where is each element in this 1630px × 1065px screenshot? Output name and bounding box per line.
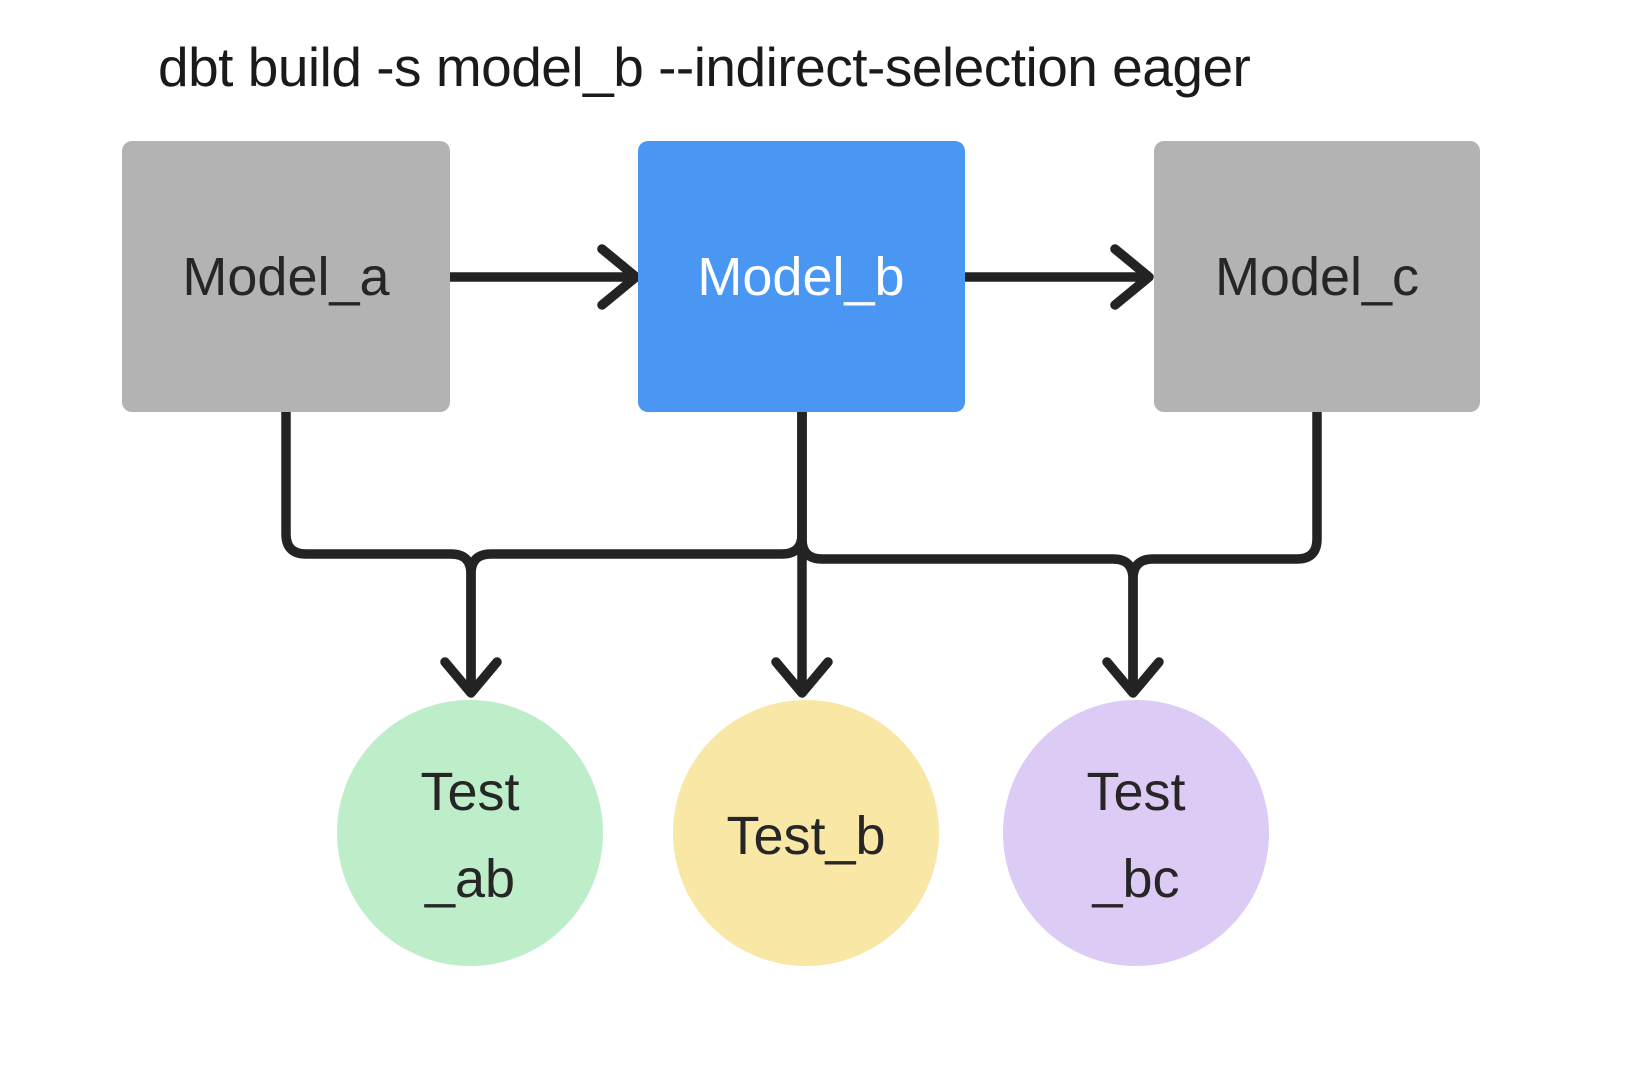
node-test-b (673, 700, 939, 966)
node-model-c-label: Model_c (1215, 247, 1419, 307)
node-test-b-label: Test_b (726, 806, 885, 866)
node-test-ab (337, 700, 603, 966)
node-model-b-selected (638, 141, 965, 412)
arrowhead-into-test-bc (1102, 657, 1164, 698)
node-model-a-label: Model_a (182, 247, 390, 307)
node-model-c (1154, 141, 1480, 412)
node-test-bc-label-line2: _bc (1091, 849, 1179, 909)
arrowhead-model-a-to-model-b (597, 244, 641, 310)
node-test-bc (1003, 700, 1269, 966)
node-test-ab-label-line2: _ab (424, 849, 515, 909)
node-model-a (122, 141, 450, 412)
arrowhead-model-b-to-model-c (1110, 244, 1154, 310)
node-model-b-label: Model_b (697, 247, 904, 307)
edge-model-c-to-test-bc (1128, 407, 1322, 693)
node-test-bc-label-line1: Test (1086, 762, 1185, 822)
arrowhead-into-test-b (771, 657, 833, 698)
node-test-ab-label-line1: Test (420, 762, 519, 822)
arrowhead-into-test-ab (440, 657, 502, 698)
diagram-title: dbt build -s model_b --indirect-selectio… (158, 36, 1251, 98)
